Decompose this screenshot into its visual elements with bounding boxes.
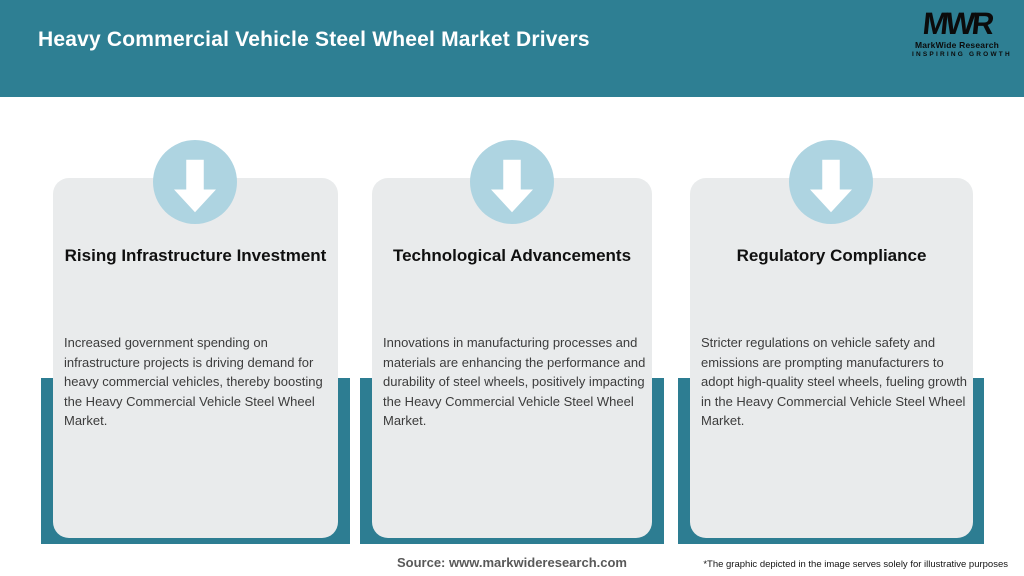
logo-tagline: INSPIRING GROWTH xyxy=(912,50,1012,58)
logo-mwr-monogram: MWR xyxy=(920,6,994,41)
down-arrow-icon xyxy=(470,140,554,224)
logo-company-name: MarkWide Research xyxy=(914,39,1000,50)
card-title: Technological Advancements xyxy=(392,246,632,265)
card-title: Rising Infrastructure Investment xyxy=(64,246,327,265)
card-description: Stricter regulations on vehicle safety a… xyxy=(701,335,967,428)
markwide-research-logo: MWR MarkWide Research INSPIRING GROWTH xyxy=(912,6,1012,58)
card-description: Innovations in manufacturing processes a… xyxy=(383,335,646,428)
page-title: Heavy Commercial Vehicle Steel Wheel Mar… xyxy=(38,28,590,51)
header-bar: Heavy Commercial Vehicle Steel Wheel Mar… xyxy=(0,0,1024,97)
driver-card-rising-infrastructure-investment: Rising Infrastructure Investment Increas… xyxy=(53,178,338,538)
down-arrow-icon xyxy=(153,140,237,224)
card-title: Regulatory Compliance xyxy=(736,246,927,265)
illustrative-disclaimer: *The graphic depicted in the image serve… xyxy=(703,559,1008,570)
driver-card-regulatory-compliance: Regulatory Compliance Stricter regulatio… xyxy=(690,178,973,538)
down-arrow-icon xyxy=(789,140,873,224)
source-attribution: Source: www.markwideresearch.com xyxy=(396,555,627,570)
card-description: Increased government spending on infrast… xyxy=(64,335,323,428)
driver-card-technological-advancements: Technological Advancements Innovations i… xyxy=(372,178,652,538)
